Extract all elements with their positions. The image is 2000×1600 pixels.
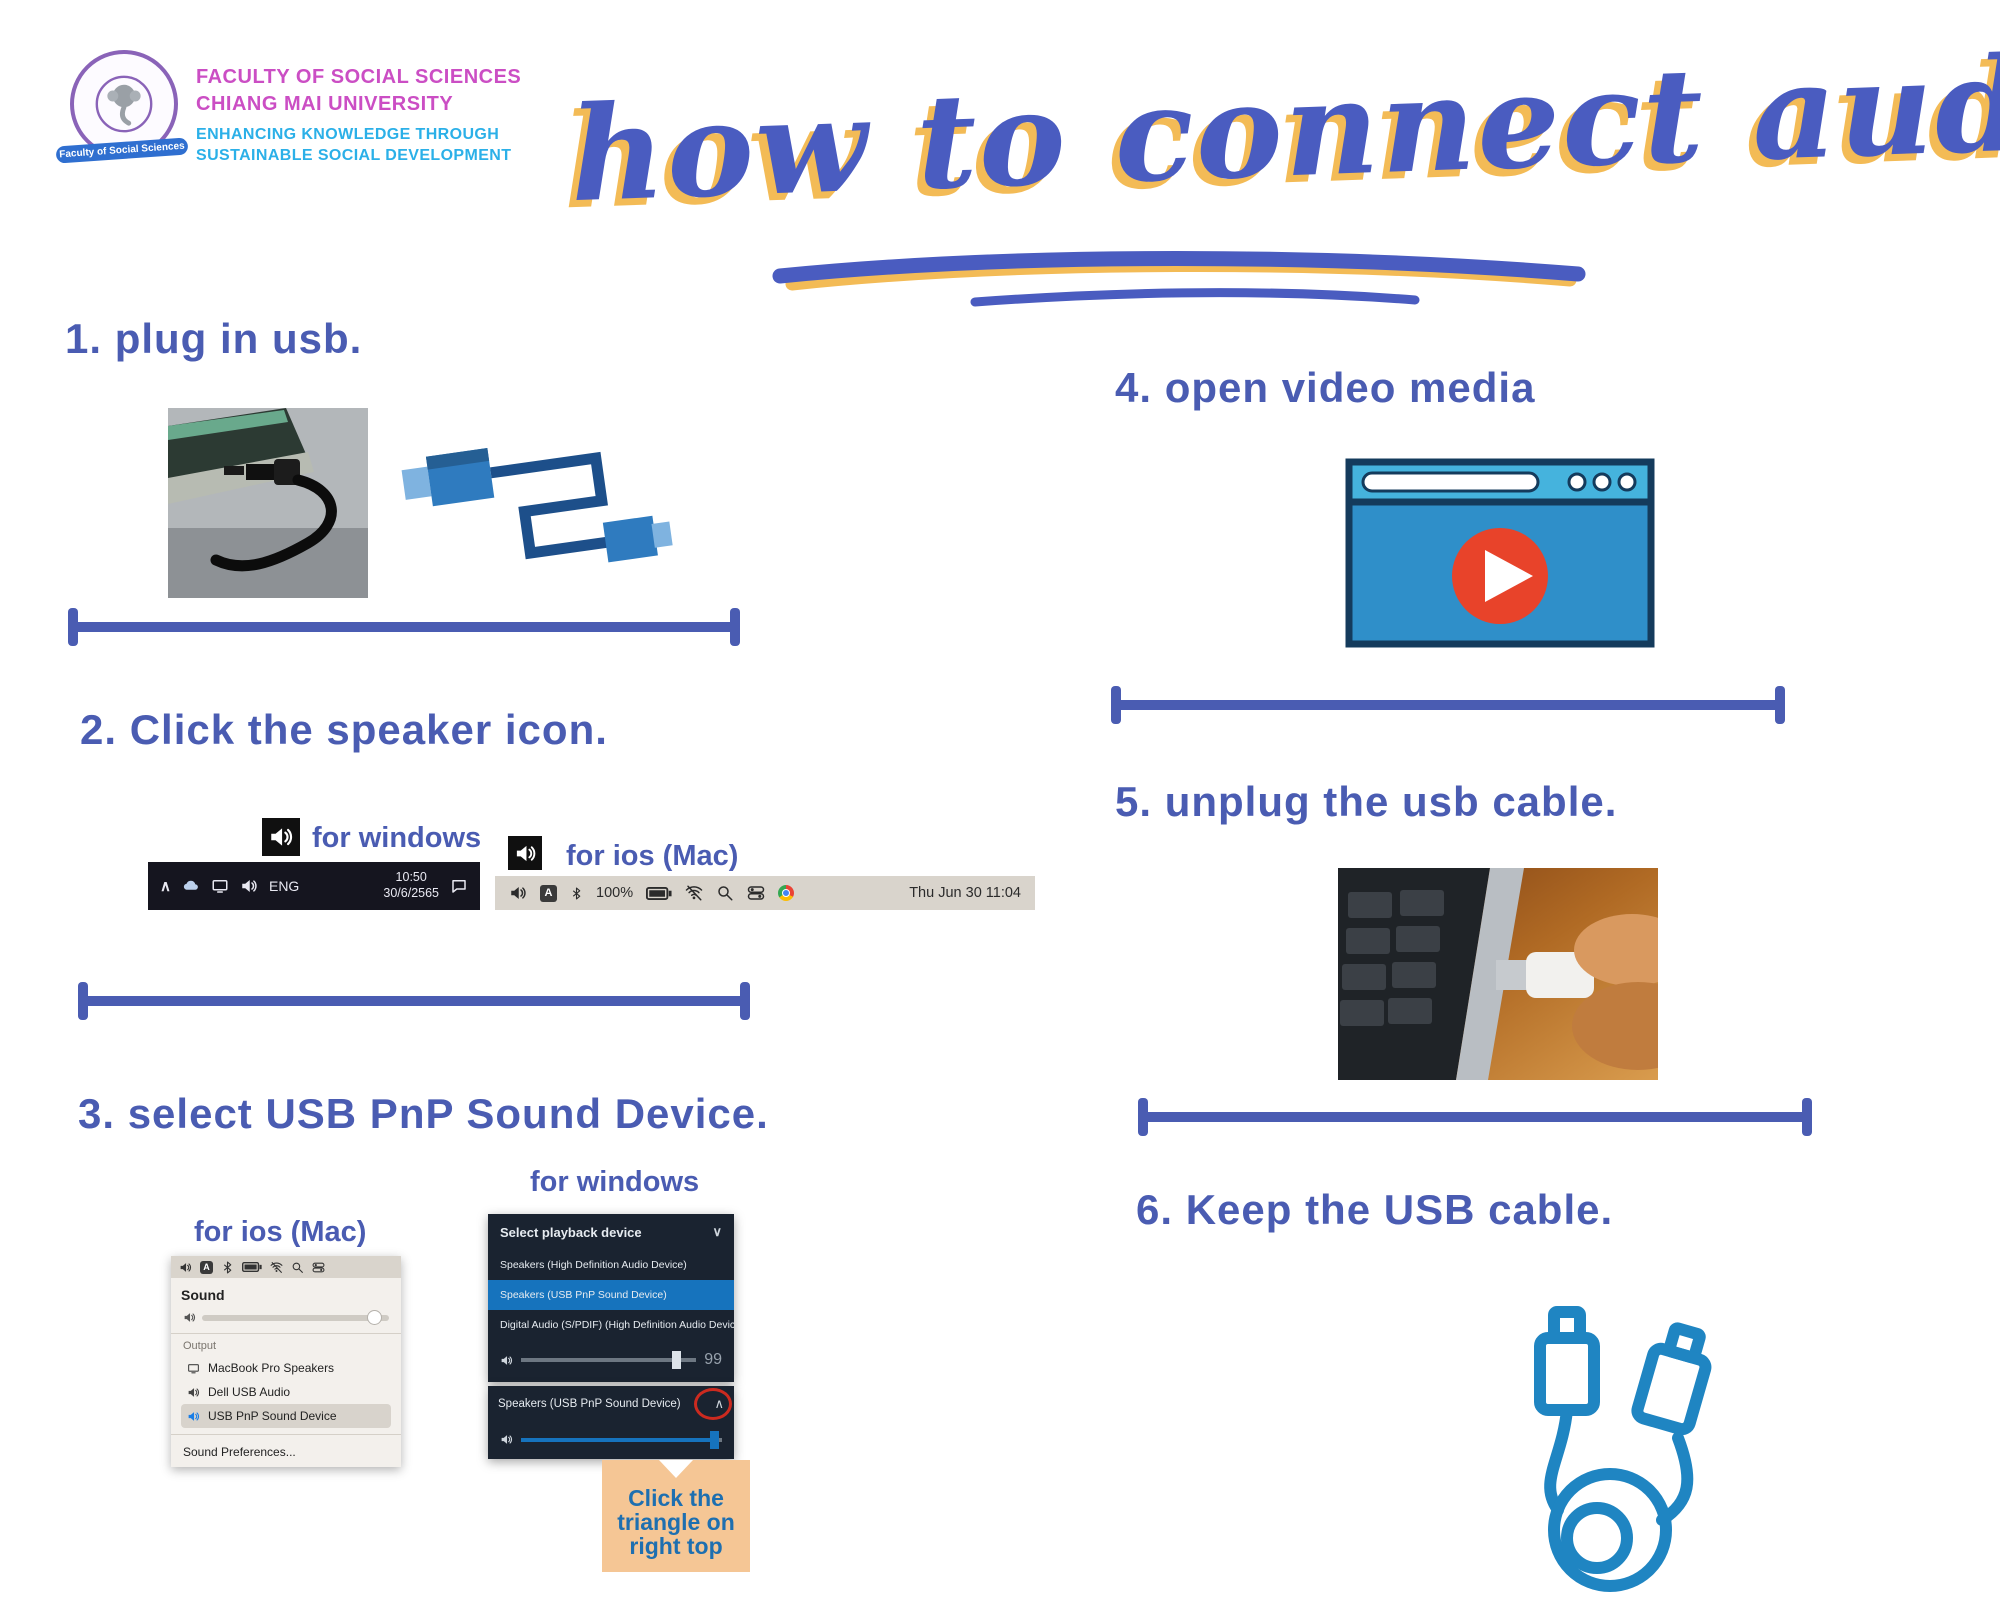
mac-speaker-icon (508, 836, 542, 870)
device-name: USB PnP Sound Device (208, 1409, 337, 1423)
mac-menubar-screenshot: A 100% Thu Jun 30 11:04 (495, 876, 1035, 910)
playback-device-row-selected: Speakers (USB PnP Sound Device) (488, 1280, 734, 1310)
volume-icon (500, 1354, 513, 1367)
battery-percent: 100% (596, 885, 634, 901)
mac-menubar-mini: A (171, 1256, 401, 1278)
volume-low-icon (183, 1311, 196, 1324)
notifications-icon (450, 877, 468, 895)
taskbar-date: 30/6/2565 (383, 886, 439, 900)
windows-selected-device-screenshot: Speakers (USB PnP Sound Device) ∧ (488, 1386, 734, 1459)
device-name: MacBook Pro Speakers (208, 1361, 335, 1375)
language-indicator: ENG (268, 878, 300, 894)
logo-seal (70, 50, 178, 158)
input-source-icon: A (540, 884, 557, 902)
for-mac-label-step3: for ios (Mac) (194, 1216, 367, 1248)
battery-icon (646, 887, 672, 900)
elephant-emblem-icon (95, 75, 153, 133)
tagline-line2: SUSTAINABLE SOCIAL DEVELOPMENT (196, 147, 512, 164)
laptop-icon (187, 1362, 200, 1375)
mac-volume-slider (183, 1309, 389, 1325)
for-mac-label-step2: for ios (Mac) (566, 840, 739, 872)
spotlight-search-icon (291, 1261, 304, 1274)
step6-heading: 6. Keep the USB cable. (1136, 1186, 1614, 1233)
output-section-label: Output (183, 1340, 217, 1352)
speaker-icon-active (187, 1410, 200, 1423)
playback-panel-title: Select playback device (500, 1224, 642, 1240)
windows-playback-panel-screenshot: Select playback device ∨ Speakers (High … (488, 1214, 734, 1382)
unplug-usb-photo (1338, 868, 1658, 1080)
divider-step2 (78, 982, 750, 1020)
menubar-datetime: Thu Jun 30 11:04 (909, 885, 1021, 901)
speaker-icon (187, 1386, 200, 1399)
control-center-icon (312, 1261, 325, 1274)
for-windows-label-step3: for windows (530, 1166, 700, 1198)
step5-heading: 5. unplug the usb cable. (1115, 778, 1618, 825)
windows-taskbar-screenshot: ∧ ENG 10:50 30/6/2565 (148, 862, 480, 910)
usb-cable-illustration (401, 448, 673, 563)
output-device-row: MacBook Pro Speakers (181, 1356, 391, 1380)
chrome-icon (778, 885, 795, 901)
windows-volume-slider: 99 (488, 1340, 734, 1382)
input-source-icon: A (200, 1260, 213, 1274)
chevron-up-icon: ∧ (160, 878, 171, 895)
usb-cable-coil-icon (1534, 1306, 1712, 1592)
output-device-row: Dell USB Audio (181, 1380, 391, 1404)
title-underline-swoosh (772, 251, 1586, 307)
control-center-icon (747, 884, 765, 902)
divider-step5 (1138, 1098, 1812, 1136)
playback-device-row: Digital Audio (S/PDIF) (High Definition … (500, 1319, 734, 1331)
selected-device-name: Speakers (USB PnP Sound Device) (498, 1398, 681, 1410)
window-dot (1567, 472, 1587, 492)
callout-note: Click the triangle on right top (602, 1460, 750, 1572)
faculty-name: FACULTY OF SOCIAL SCIENCES (196, 66, 522, 88)
device-name: Dell USB Audio (208, 1385, 291, 1399)
for-windows-label-step2: for windows (312, 822, 482, 854)
divider-step4 (1111, 686, 1785, 724)
university-logo: Faculty of Social Sciences (55, 50, 189, 164)
logo-ribbon: Faculty of Social Sciences (55, 137, 189, 164)
bluetooth-icon (570, 887, 583, 900)
volume-value: 99 (704, 1351, 722, 1368)
sound-preferences-link: Sound Preferences... (183, 1445, 296, 1459)
play-icon (1485, 550, 1533, 602)
slider-knob (366, 1309, 382, 1325)
callout-text: Click the triangle on right top (617, 1485, 735, 1560)
step1-heading: 1. plug in usb. (65, 315, 363, 362)
battery-icon (242, 1262, 262, 1272)
slider-knob (709, 1430, 719, 1449)
slider-knob (671, 1351, 681, 1369)
output-device-row-selected: USB PnP Sound Device (181, 1404, 391, 1428)
step4-heading: 4. open video media (1115, 364, 1536, 411)
taskbar-time: 10:50 (395, 870, 427, 885)
page-title: how to connect audio (567, 22, 2000, 232)
step3-heading: 3. select USB PnP Sound Device. (78, 1090, 769, 1137)
wifi-off-icon (270, 1261, 283, 1274)
video-player-illustration (1345, 458, 1655, 648)
playback-device-row: Speakers (High Definition Audio Device) (500, 1259, 687, 1271)
org-header: FACULTY OF SOCIAL SCIENCES CHIANG MAI UN… (196, 66, 521, 165)
taskbar-clock: 10:50 30/6/2565 (383, 870, 439, 901)
chevron-down-icon: ∨ (712, 1224, 722, 1239)
highlight-circle (694, 1388, 732, 1420)
tagline-line1: ENHANCING KNOWLEDGE THROUGH (196, 126, 500, 143)
menubar-speaker-icon (509, 884, 527, 902)
step2-heading: 2. Click the speaker icon. (80, 706, 608, 753)
spotlight-search-icon (716, 884, 734, 902)
mac-sound-menu-screenshot: A Sound Output MacBook Pro Speakers Dell… (171, 1256, 401, 1467)
usb-plugged-photo (168, 408, 368, 598)
display-tray-icon (211, 877, 229, 895)
volume-icon (500, 1433, 513, 1446)
windows-volume-slider (488, 1422, 734, 1459)
wifi-off-icon (685, 884, 703, 902)
university-name: CHIANG MAI UNIVERSITY (196, 93, 454, 115)
sound-menu-title: Sound (181, 1287, 225, 1303)
windows-speaker-icon (262, 818, 300, 856)
bluetooth-icon (221, 1261, 234, 1274)
onedrive-cloud-icon (182, 877, 200, 895)
divider-step1 (68, 608, 740, 646)
speaker-tray-icon (240, 877, 258, 895)
